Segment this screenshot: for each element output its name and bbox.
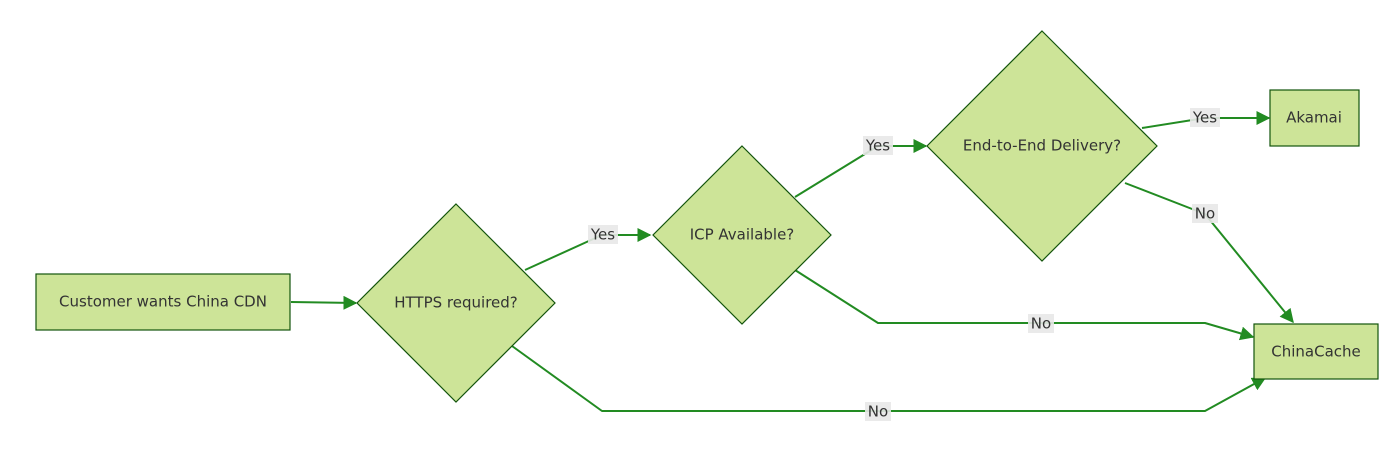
- edge-label-icp-e2e-yes: Yes: [863, 136, 893, 155]
- node-label: ICP Available?: [690, 226, 795, 244]
- edge-icp-to-e2e-yes: [794, 139, 928, 198]
- node-icp-available[interactable]: ICP Available?: [652, 145, 832, 325]
- edge-label-text-yes: Yes: [1192, 109, 1217, 127]
- edge-icp-to-chinacache-no: [794, 269, 1255, 341]
- node-https-required[interactable]: HTTPS required?: [356, 203, 556, 403]
- edge-label-text-yes: Yes: [865, 137, 890, 155]
- node-chinacache[interactable]: ChinaCache: [1253, 323, 1379, 380]
- edge-label-text-yes: Yes: [590, 226, 615, 244]
- node-label: Akamai: [1286, 109, 1342, 127]
- edge-label-text-no: No: [1031, 315, 1051, 333]
- node-customer-wants-china-cdn[interactable]: Customer wants China CDN: [35, 273, 291, 331]
- node-end-to-end-delivery[interactable]: End-to-End Delivery?: [926, 30, 1158, 262]
- edge-label-https-icp-yes: Yes: [588, 225, 618, 244]
- edge-label-icp-chinacache-no: No: [1028, 314, 1054, 333]
- edge-label-e2e-chinacache-no: No: [1192, 204, 1218, 223]
- node-label: End-to-End Delivery?: [963, 137, 1121, 155]
- edge-label-text-no: No: [868, 403, 888, 421]
- edge-label-https-chinacache-no: No: [865, 402, 891, 421]
- node-label: HTTPS required?: [394, 294, 518, 312]
- node-akamai[interactable]: Akamai: [1269, 89, 1360, 147]
- edge-https-to-icp-yes: [524, 228, 652, 271]
- edge-label-e2e-akamai-yes: Yes: [1190, 108, 1220, 127]
- nodes-group: Customer wants China CDN HTTPS required?…: [35, 30, 1379, 403]
- edge-label-text-no: No: [1195, 205, 1215, 223]
- node-label: ChinaCache: [1271, 343, 1361, 361]
- node-label: Customer wants China CDN: [59, 293, 267, 311]
- edge-customer-to-https: [290, 295, 358, 310]
- edge-https-to-chinacache-no: [511, 345, 1267, 412]
- edge-labels-group: Yes No Yes No Yes No: [588, 108, 1220, 421]
